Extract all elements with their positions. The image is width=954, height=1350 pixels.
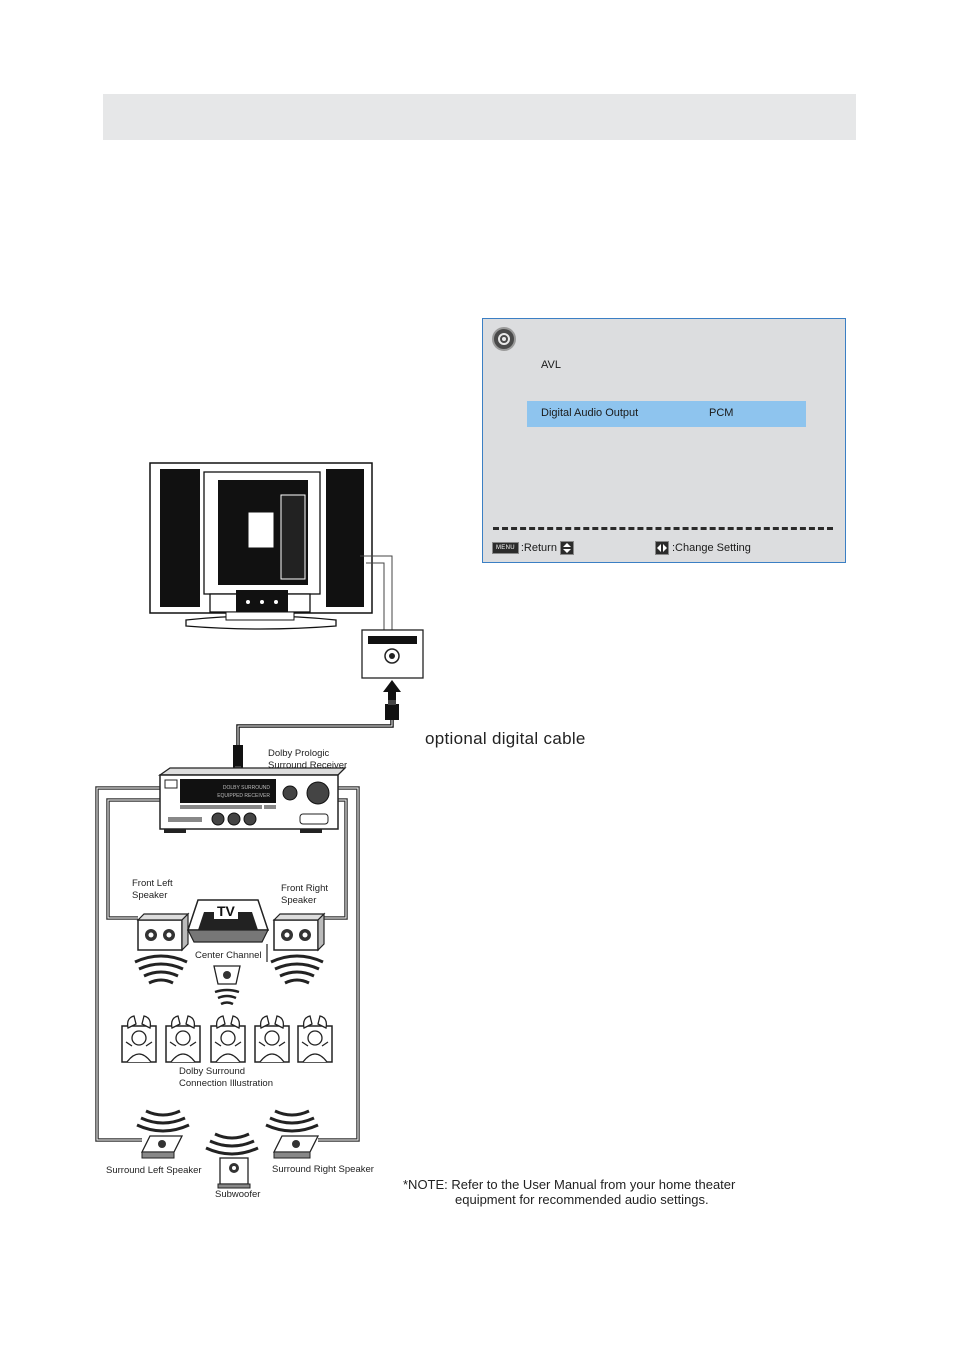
subwoofer-speaker: [217, 1157, 251, 1189]
surround-receiver-illustration: DOLBY SURROUND EQUIPPED RECEIVER: [157, 767, 347, 833]
listener-row: [121, 1015, 333, 1063]
surround-right-label: Surround Right Speaker: [272, 1164, 374, 1175]
tv-label: TV: [214, 903, 238, 919]
subwoofer-label: Subwoofer: [215, 1189, 261, 1200]
return-label: :Return: [520, 542, 557, 554]
surround-left-label: Surround Left Speaker: [106, 1165, 202, 1176]
note-text: *NOTE: Refer to the User Manual from you…: [403, 1177, 735, 1207]
note-line-1: *NOTE: Refer to the User Manual from you…: [403, 1177, 736, 1192]
up-down-key-icon: [559, 541, 574, 555]
surround-right-speaker: [272, 1135, 320, 1159]
osd-audio-menu: AVL Digital Audio Output PCM MENU :Retur…: [482, 318, 846, 563]
footer-change-hint: :Change Setting: [652, 541, 751, 555]
cable-label: optional digital cable: [425, 729, 586, 748]
menu-item-digital-audio-output[interactable]: Digital Audio Output PCM: [527, 401, 806, 427]
svg-text:EQUIPPED RECEIVER: EQUIPPED RECEIVER: [217, 793, 270, 799]
digital-audio-output-label: Digital Audio Output: [541, 407, 639, 419]
speaker-icon: [492, 327, 516, 351]
footer-return-hint: MENU :Return: [492, 541, 577, 555]
arrow-up-icon: [383, 680, 401, 703]
digital-audio-output-value: PCM: [709, 407, 734, 419]
front-left-speaker: [137, 913, 189, 951]
center-channel-speaker: [213, 965, 241, 1006]
front-right-speaker: [273, 913, 325, 951]
change-setting-label: :Change Setting: [672, 542, 751, 554]
svg-text:DOLBY SURROUND: DOLBY SURROUND: [223, 785, 271, 791]
rca-plug-icon: [385, 704, 399, 720]
menu-item-avl[interactable]: AVL: [541, 359, 561, 371]
menu-key-icon: MENU: [492, 542, 519, 554]
section-header-band: [103, 94, 856, 140]
note-line-2: equipment for recommended audio settings…: [455, 1192, 709, 1207]
center-channel-label: Center Channel: [195, 950, 262, 961]
menu-divider: [493, 527, 833, 530]
left-right-key-icon: [655, 541, 669, 555]
tv-rear-illustration: [149, 462, 373, 630]
surround-left-speaker: [140, 1135, 184, 1159]
